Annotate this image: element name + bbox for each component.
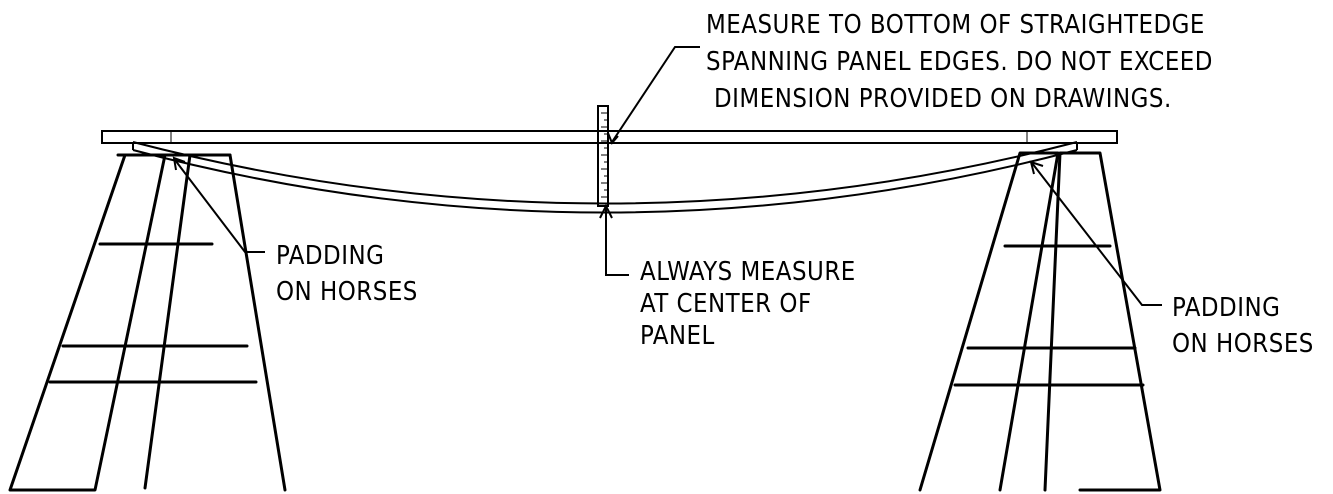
- center-note-line-1: ALWAYS MEASURE: [640, 257, 856, 287]
- left-padding-line-1: PADDING: [276, 241, 384, 271]
- left-padding-line-2: ON HORSES: [276, 277, 418, 307]
- top-note-line-3: DIMENSION PROVIDED ON DRAWINGS.: [714, 84, 1172, 114]
- right-sawhorse: [918, 151, 1162, 492]
- left-padding-leader: [172, 156, 265, 253]
- top-note-line-1: MEASURE TO BOTTOM OF STRAIGHTEDGE: [706, 10, 1205, 40]
- top-note-leader: [607, 46, 700, 145]
- measuring-rule: [597, 105, 609, 207]
- center-note-line-3: PANEL: [640, 321, 715, 351]
- right-padding-line-1: PADDING: [1172, 293, 1280, 323]
- center-note-leader: [599, 203, 629, 276]
- deflected-panel: [132, 141, 1078, 214]
- top-note-line-2: SPANNING PANEL EDGES. DO NOT EXCEED: [706, 47, 1213, 77]
- right-padding-leader: [1029, 160, 1162, 306]
- center-note-line-2: AT CENTER OF: [640, 289, 812, 319]
- straightedge: [101, 130, 1118, 144]
- left-sawhorse: [8, 153, 287, 492]
- right-padding-line-2: ON HORSES: [1172, 329, 1314, 359]
